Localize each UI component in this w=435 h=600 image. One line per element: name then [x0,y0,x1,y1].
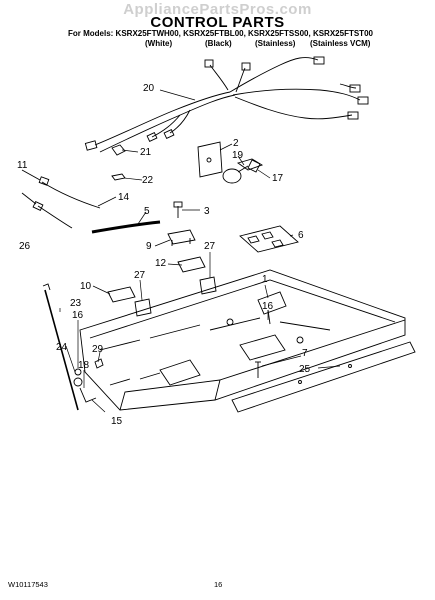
part-23-rod [44,289,79,411]
callout-17: 17 [272,173,284,184]
page-number: 16 [214,580,223,589]
callout-12: 12 [155,258,167,269]
color-white: (White) [145,39,173,48]
control-housing [79,269,406,411]
callout-23: 23 [70,298,82,309]
part-29-screw [94,358,104,369]
callout-16b: 16 [262,301,274,312]
wire-harness-drawing [84,56,369,153]
callout-18: 18 [78,360,90,371]
callout-7: 7 [302,348,308,359]
color-black: (Black) [205,39,232,48]
part-26-probe [37,205,73,229]
callout-labels: 20 2 19 21 17 22 11 14 3 5 26 9 6 27 12 … [17,83,311,427]
part-12-switch [177,256,206,273]
doc-number: W10117543 [8,580,48,589]
part-27-pad-a [199,276,217,295]
callout-16a: 16 [72,310,84,321]
watermark: AppliancePartsPros.com [123,1,312,18]
callout-21: 21 [140,147,152,158]
callout-11: 11 [17,160,28,171]
part-18-bracket [79,387,97,403]
part-10-switch [107,286,136,303]
callout-5: 5 [144,206,150,217]
models-line: For Models: KSRX25FTWH00, KSRX25FTBL00, … [68,29,373,38]
callout-15: 15 [111,416,123,427]
part-27-pad-b [134,298,152,317]
page-title: CONTROL PARTS [150,14,285,31]
part-5-tube [91,220,161,234]
callout-27a: 27 [204,241,216,252]
callout-26: 26 [19,241,31,252]
part-2-plate [197,141,223,178]
callout-6: 6 [298,230,304,241]
callout-22: 22 [142,175,154,186]
color-stainless-vcm: (Stainless VCM) [310,39,371,48]
callout-2: 2 [233,138,239,149]
part-6-control-board [239,225,299,253]
callout-25: 25 [299,364,311,375]
callout-9: 9 [146,241,152,252]
callout-1: 1 [262,274,268,285]
callout-27b: 27 [134,270,146,281]
part-9-switch [167,229,196,245]
callout-19: 19 [232,150,244,161]
callout-14: 14 [118,192,130,203]
callout-29: 29 [92,344,104,355]
part-17-bulb [222,168,242,184]
part-21-clip [111,144,126,156]
part-1-cover [257,291,287,315]
callout-20: 20 [143,83,155,94]
part-14-probe [41,181,101,209]
callout-3: 3 [204,206,210,217]
part-25-trim [231,341,416,413]
color-stainless: (Stainless) [255,39,296,48]
callout-10: 10 [80,281,92,292]
callout-24: 24 [56,342,68,353]
part-22-clip [111,173,126,181]
